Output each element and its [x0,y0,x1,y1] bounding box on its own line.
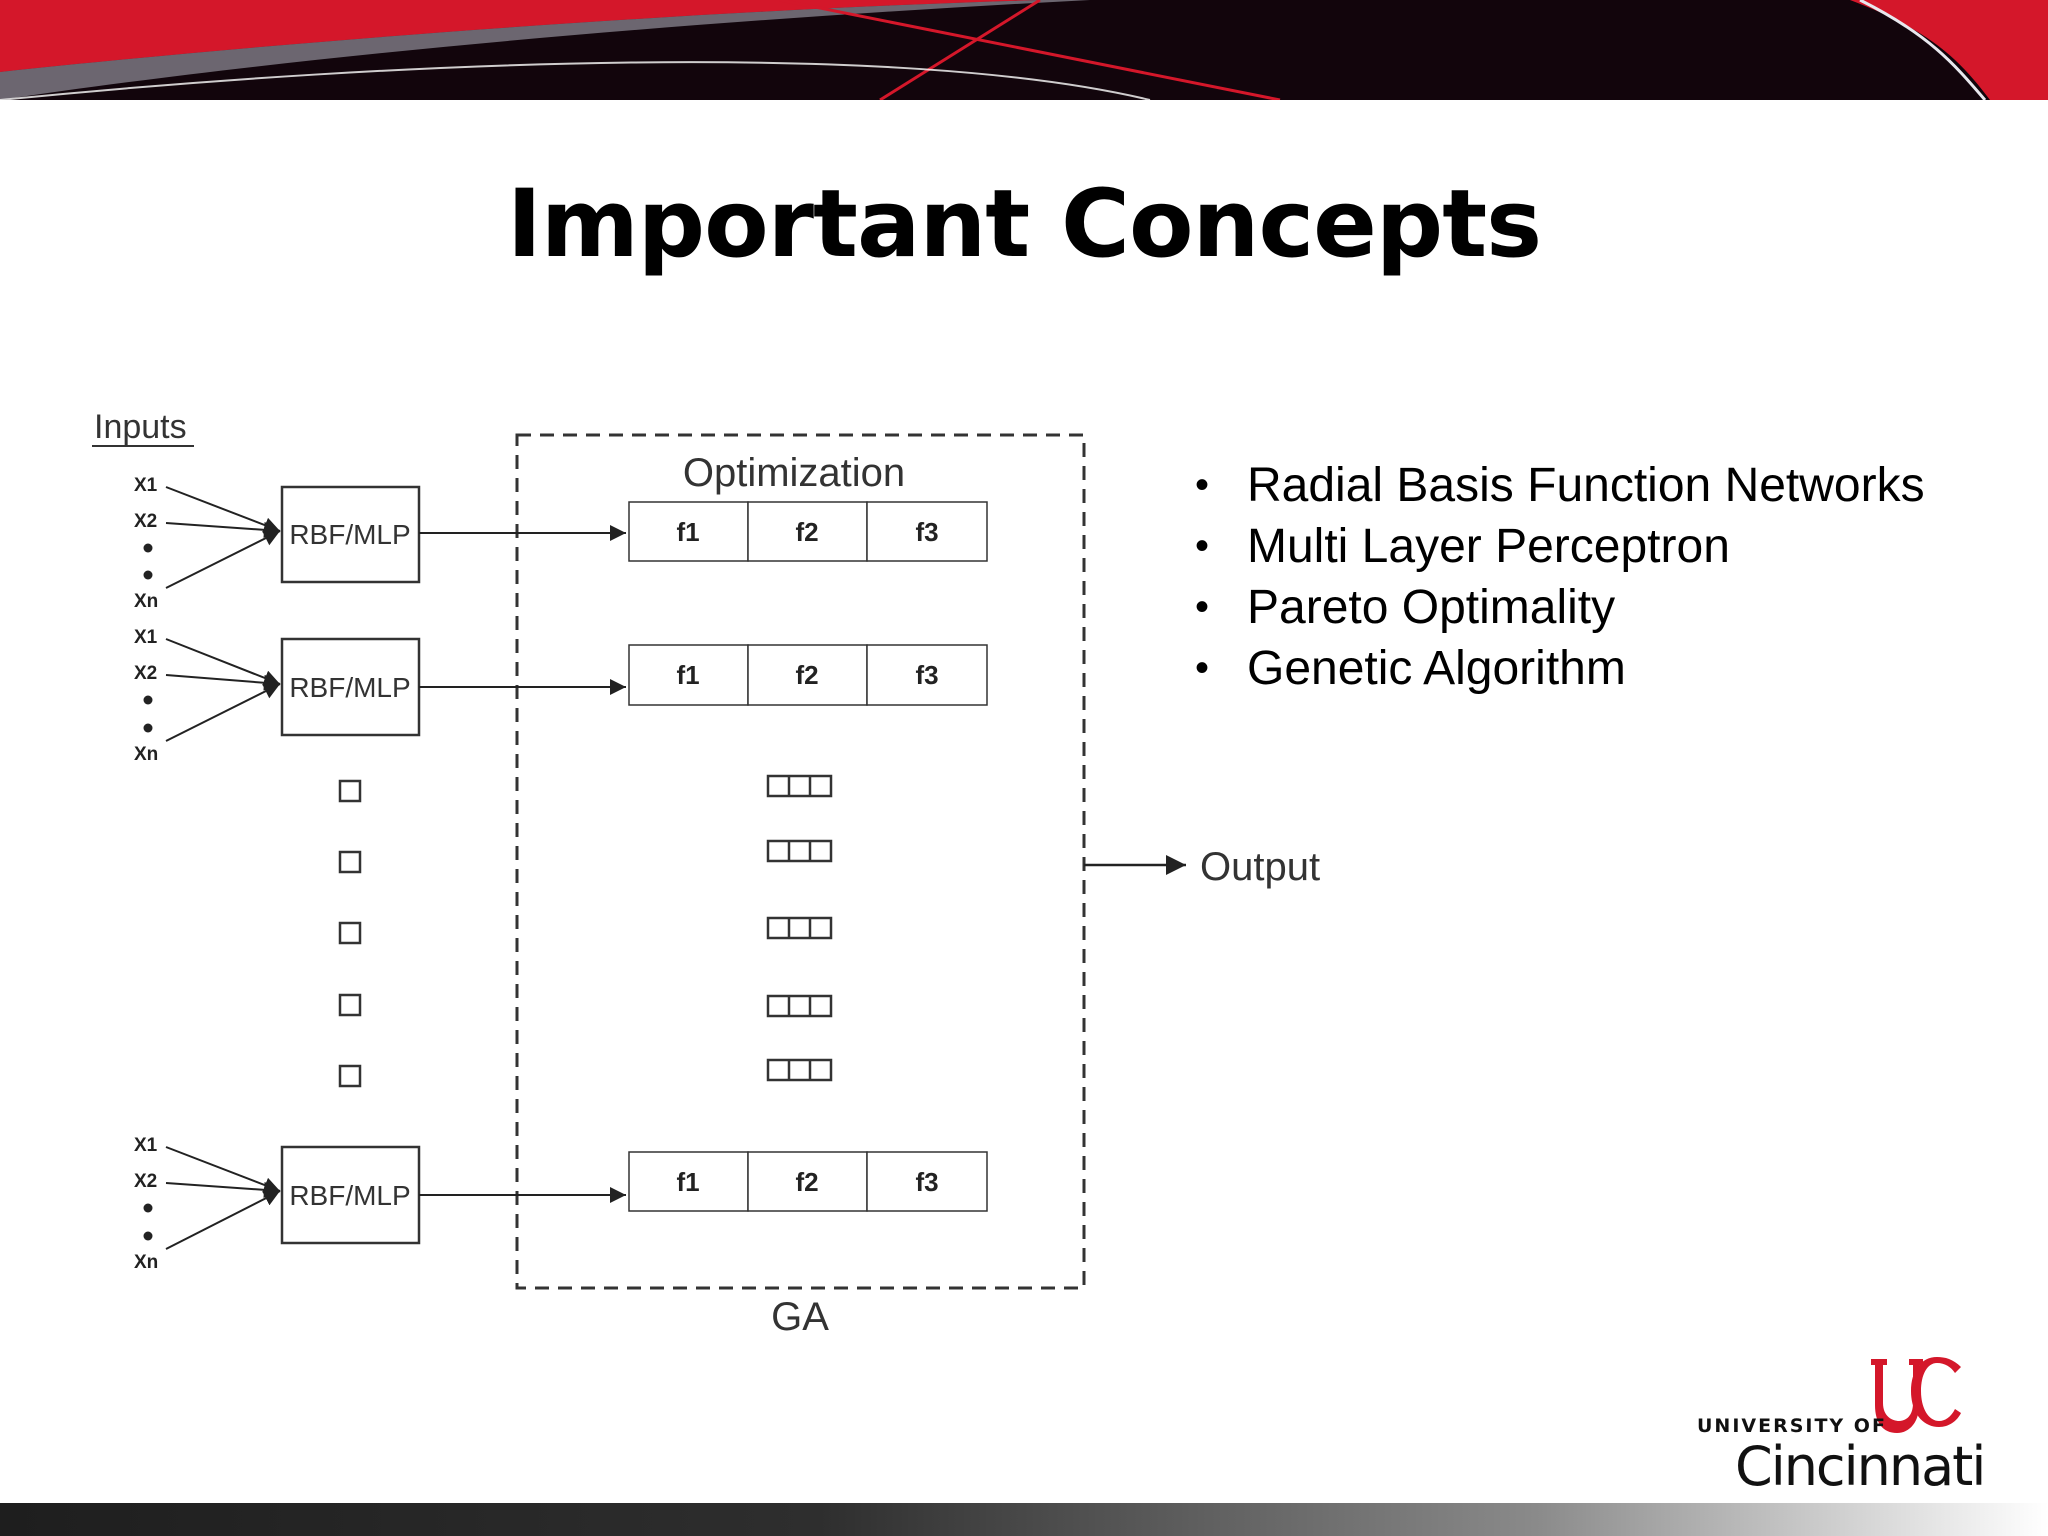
concept-list-item: • Radial Basis Function Networks [1195,455,1925,516]
logo-line-cincinnati: Cincinnati [1735,1435,1984,1498]
rbf-mlp-label: RBF/MLP [289,519,410,550]
mini-objective-vector [768,841,831,861]
logo-line-university: UNIVERSITY OF [1697,1415,1887,1437]
input-label-x2: X2 [134,511,157,532]
ellipsis-box [340,1066,360,1086]
objective-label-f3: f3 [915,660,938,690]
ellipsis-box [340,852,360,872]
input-arrow [166,684,280,741]
objective-label-f2: f2 [795,517,818,547]
input-label-x1: X1 [134,475,158,496]
objective-label-f3: f3 [915,517,938,547]
objective-label-f3: f3 [915,1167,938,1197]
ellipsis-box [340,923,360,943]
ellipsis-dot [144,1204,153,1213]
concept-text: Pareto Optimality [1247,581,1615,634]
objective-label-f1: f1 [676,1167,699,1197]
ga-label: GA [771,1295,829,1339]
mini-objective-vector [768,918,831,938]
output-label: Output [1200,845,1320,889]
mini-objective-vector [768,1060,831,1080]
bullet-icon: • [1195,455,1209,516]
ellipsis-box [340,995,360,1015]
bullet-icon: • [1195,577,1209,638]
concept-list-item: • Multi Layer Perceptron [1195,516,1925,577]
network-module-1: X1 X2 Xn RBF/MLP f1 f2 f3 [134,475,987,612]
input-arrow [166,531,280,588]
concept-list: • Radial Basis Function Networks • Multi L… [1195,455,1925,699]
ellipsis-dot [144,724,153,733]
rbf-mlp-label: RBF/MLP [289,672,410,703]
ellipsis-dot [144,571,153,580]
objective-label-f2: f2 [795,1167,818,1197]
university-logo: UNIVERSITY OF Cincinnati [1695,1355,1985,1490]
concept-text: Genetic Algorithm [1247,642,1626,695]
input-label-x1: X1 [134,1135,158,1156]
ellipsis-box [340,781,360,801]
concept-text: Multi Layer Perceptron [1247,520,1730,573]
footer-bar [0,1503,2048,1536]
mini-objective-vector [768,996,831,1016]
network-module-2: X1 X2 Xn RBF/MLP f1 f2 f3 [134,627,987,765]
objective-label-f1: f1 [676,660,699,690]
bullet-icon: • [1195,516,1209,577]
mini-objective-vector [768,776,831,796]
ellipsis-dot [144,544,153,553]
ellipsis-dot [144,696,153,705]
objective-ellipsis [768,776,831,1080]
rbf-mlp-label: RBF/MLP [289,1180,410,1211]
objective-label-f1: f1 [676,517,699,547]
concept-text: Radial Basis Function Networks [1247,459,1925,512]
module-ellipsis [340,781,360,1086]
input-arrow [166,1191,280,1249]
input-label-xn: Xn [134,591,158,612]
input-label-x2: X2 [134,663,157,684]
network-module-3: X1 X2 Xn RBF/MLP f1 f2 f3 [134,1135,987,1273]
bullet-icon: • [1195,638,1209,699]
input-label-x1: X1 [134,627,158,648]
input-label-xn: Xn [134,744,158,765]
objective-label-f2: f2 [795,660,818,690]
optimization-label: Optimization [683,451,905,495]
concept-list-item: • Pareto Optimality [1195,577,1925,638]
input-label-x2: X2 [134,1171,157,1192]
inputs-label: Inputs [94,408,187,446]
concept-list-item: • Genetic Algorithm [1195,638,1925,699]
input-label-xn: Xn [134,1252,158,1273]
ellipsis-dot [144,1232,153,1241]
